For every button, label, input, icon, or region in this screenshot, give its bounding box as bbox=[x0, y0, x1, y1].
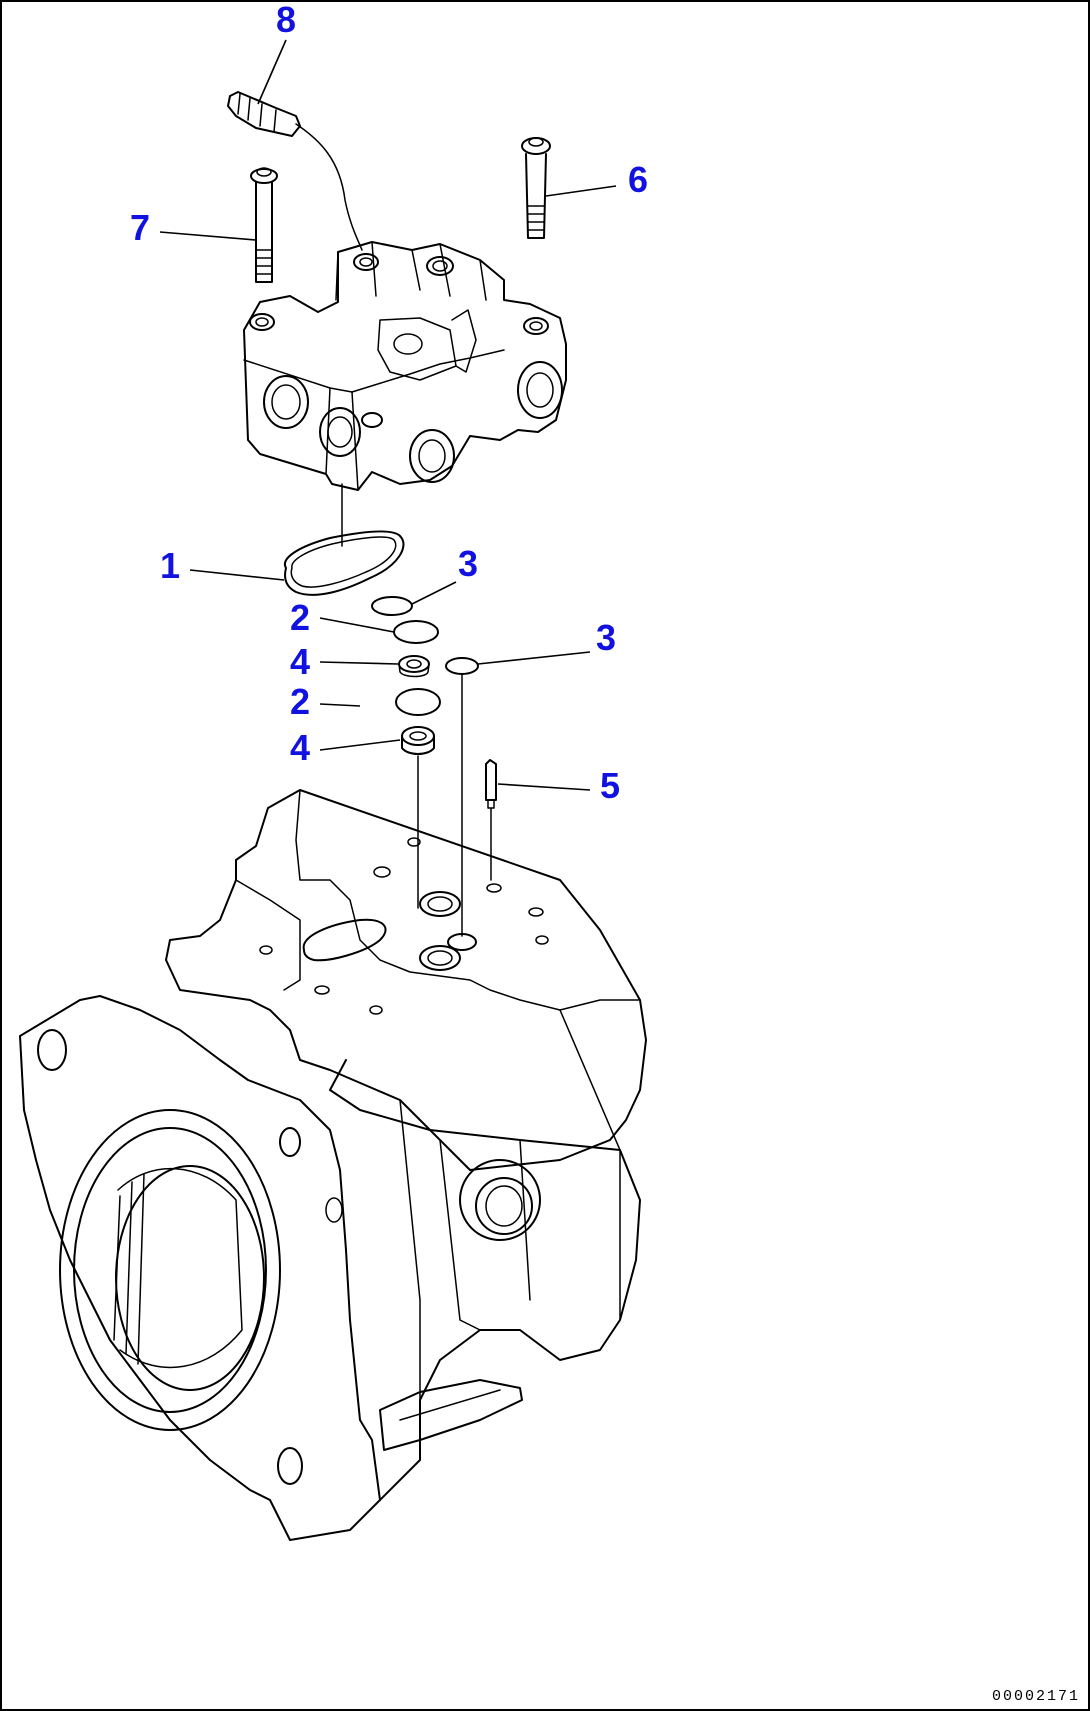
leader-2-upper bbox=[319, 617, 395, 633]
callout-4-lower: 4 bbox=[290, 727, 310, 768]
plug-part-4-upper bbox=[398, 655, 430, 678]
sensor-part-8 bbox=[227, 91, 363, 251]
o-ring-part-3-upper bbox=[371, 596, 413, 616]
leader-7 bbox=[159, 231, 257, 241]
o-ring-part-2-lower bbox=[395, 688, 441, 716]
callout-3-upper: 3 bbox=[458, 543, 478, 584]
bolt-part-6 bbox=[521, 137, 551, 239]
callout-7: 7 bbox=[130, 207, 150, 248]
gasket-part-1 bbox=[283, 530, 405, 596]
leader-5 bbox=[497, 783, 591, 791]
callout-2-lower: 2 bbox=[290, 681, 310, 722]
leader-1 bbox=[189, 569, 285, 581]
pump-housing bbox=[19, 789, 647, 1541]
leader-3-upper bbox=[411, 581, 457, 605]
o-ring-part-3-lower bbox=[445, 657, 479, 675]
o-ring-part-2-upper bbox=[393, 620, 439, 644]
callout-5: 5 bbox=[600, 765, 620, 806]
valve-body bbox=[243, 241, 567, 547]
callout-2-upper: 2 bbox=[290, 597, 310, 638]
callout-4-upper: 4 bbox=[290, 641, 310, 682]
callout-1: 1 bbox=[160, 545, 180, 586]
leader-6 bbox=[545, 185, 617, 197]
callout-6: 6 bbox=[628, 159, 648, 200]
pin-part-5 bbox=[485, 759, 497, 809]
plug-part-4-lower bbox=[401, 726, 435, 755]
drawing-code: 00002171 bbox=[992, 1688, 1080, 1705]
bolt-part-7 bbox=[250, 167, 278, 283]
leader-4-lower bbox=[319, 739, 401, 751]
callout-8: 8 bbox=[276, 0, 296, 40]
leader-8 bbox=[257, 39, 287, 105]
leader-3-lower bbox=[477, 651, 591, 665]
callout-3-lower: 3 bbox=[596, 617, 616, 658]
leader-2-lower bbox=[319, 703, 361, 707]
leader-4-upper bbox=[319, 661, 399, 665]
